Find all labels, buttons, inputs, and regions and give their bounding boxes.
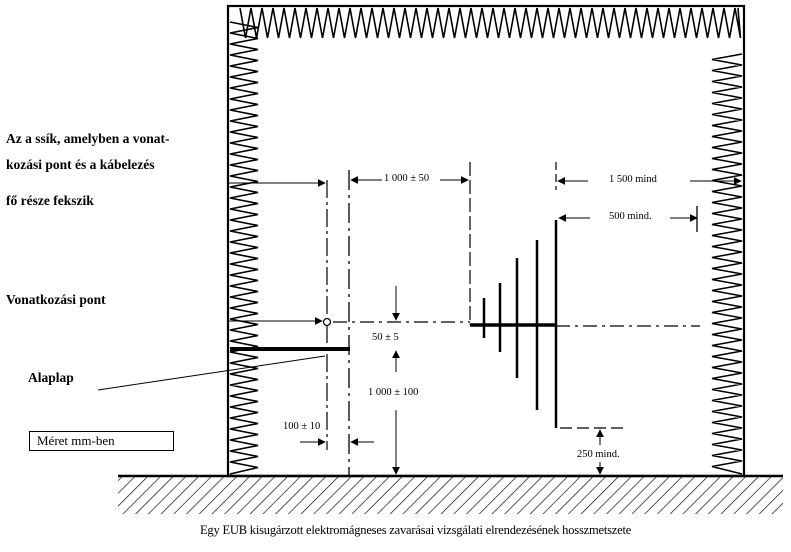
dim-table-height: 1 000 ± 100 (368, 387, 419, 398)
dim-plate-edge: 100 ± 10 (283, 421, 321, 432)
reference-point-label: Vonatkozási pont (6, 292, 106, 307)
chamber-outline (226, 4, 746, 478)
plane-label-line3: fő része fekszik (6, 193, 94, 208)
plane-label-line2: kozási pont és a kábelezés (6, 157, 155, 172)
floor-hatching (118, 476, 783, 514)
log-periodic-antenna (469, 162, 558, 428)
reference-point-marker (322, 317, 332, 327)
dim-antenna-distance: 1 000 ± 50 (384, 173, 430, 184)
absorber-top (239, 7, 742, 39)
absorber-left (229, 21, 259, 475)
units-note: Méret mm-ben (29, 431, 174, 451)
dim-antenna-floor: 250 mind. (577, 449, 620, 460)
dim-element-wall: 500 mind. (609, 211, 652, 222)
dim-antenna-wall: 1 500 mind (609, 174, 657, 185)
plane-label-line1: Az a ssík, amelyben a vonat- (6, 131, 170, 146)
dim-reference-height: 50 ± 5 (372, 332, 399, 343)
ground-plate-label: Alaplap (28, 370, 74, 385)
figure-caption: Egy EUB kisugárzott elektromágneses zava… (200, 523, 632, 537)
ground-plate-leader (97, 355, 326, 391)
absorber-right (711, 53, 743, 475)
